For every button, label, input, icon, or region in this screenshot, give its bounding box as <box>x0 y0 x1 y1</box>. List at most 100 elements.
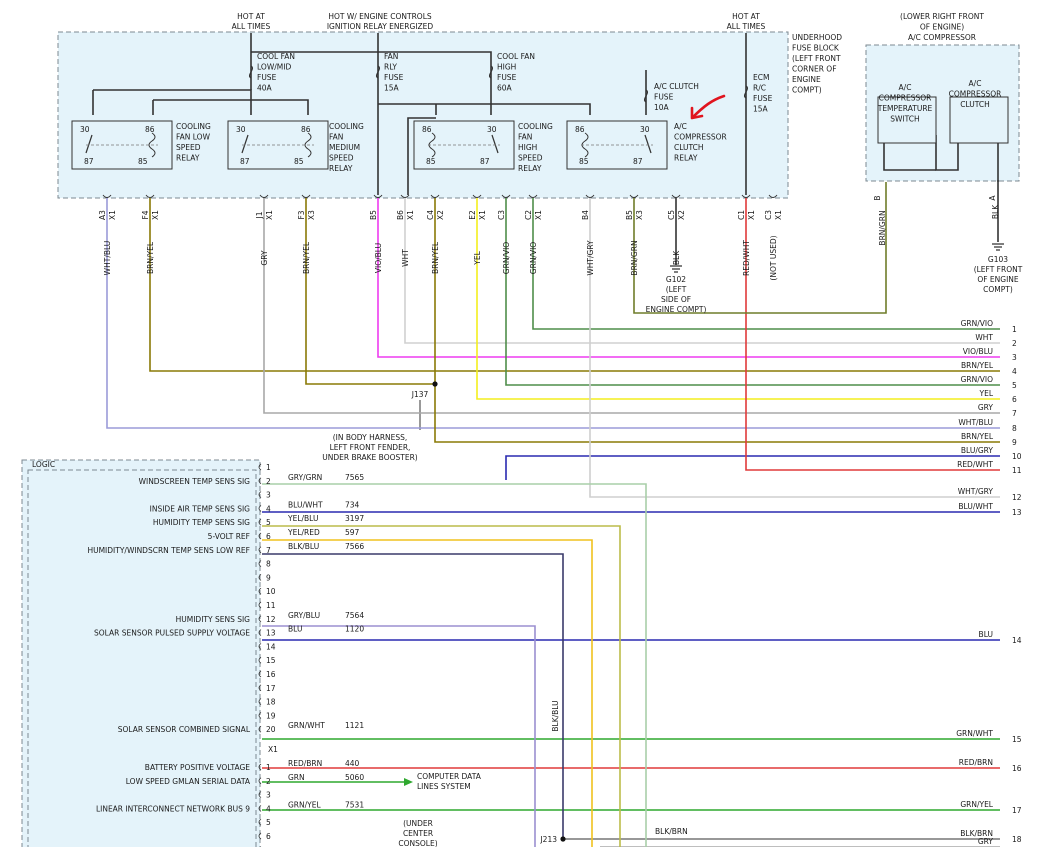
module-pin-20: 20 <box>266 725 276 734</box>
connector-wire-color: GRN/VIO <box>502 242 511 275</box>
wire-yel-blu-3197 <box>262 525 621 847</box>
fuse-cool-fan-low-mid-line: FUSE <box>257 73 277 82</box>
connector-cavity: B6 <box>396 210 405 220</box>
relay-cooling-fan-low-pin-a: 30 <box>80 125 90 134</box>
relay-ac-compressor-clutch-label-line: COMPRESSOR <box>674 133 727 142</box>
connector-id: X1 <box>406 210 415 220</box>
module-wire-5: YEL/BLU <box>287 514 318 523</box>
fuse-fan-rly-line: FAN <box>384 52 398 61</box>
wires <box>106 182 1000 847</box>
connector-terminal-icon <box>768 194 778 198</box>
module-signal-4: INSIDE AIR TEMP SENS SIG <box>150 504 251 513</box>
connector-terminal-icon <box>528 194 538 198</box>
wire-7 <box>263 198 1000 414</box>
wire-color-label: BLU/GRY <box>961 446 994 455</box>
module-signal-5: HUMIDITY TEMP SENS SIG <box>153 518 250 527</box>
module-pin-9: 9 <box>266 573 271 582</box>
wire-color-label: YEL <box>979 389 994 398</box>
relay-ac-compressor-clutch-pin-b: 30 <box>640 125 650 134</box>
connector-wire-color: BLK <box>672 250 681 265</box>
compressor-title-line: A/C COMPRESSOR <box>908 33 976 42</box>
relay-ac-compressor-clutch-label-line: CLUTCH <box>674 143 704 152</box>
fuse-block-label-line: UNDERHOOD <box>792 33 842 42</box>
module-pin-19: 19 <box>266 711 276 720</box>
header-hot-at-all-times-2-line: ALL TIMES <box>727 22 766 31</box>
connector-id: X2 <box>677 210 686 220</box>
wire-color-label: GRY <box>978 837 994 846</box>
wire-11 <box>745 198 1000 471</box>
wire-2 <box>404 198 1000 344</box>
module-x1-pin-7: 7 <box>266 846 271 847</box>
fuse-ecm-rc-line: FUSE <box>753 94 773 103</box>
relay-cooling-fan-high-label-line: RELAY <box>518 164 542 173</box>
module-x1-pin-5: 5 <box>266 818 271 827</box>
module-pin-13: 13 <box>266 629 276 638</box>
compressor-internal-1 <box>883 140 936 171</box>
relay-cooling-fan-high-label-line: SPEED <box>518 154 543 163</box>
module-pin-12: 12 <box>266 615 276 624</box>
module-pin-4: 4 <box>266 504 271 513</box>
module-signal-2: WINDSCREEN TEMP SENS SIG <box>139 477 251 486</box>
connector-wire-color: BRN/YEL <box>146 241 155 274</box>
relay-cooling-fan-low-pin-b: 86 <box>145 125 155 134</box>
wire-brn-grn-compressor <box>633 182 887 314</box>
fuse-cool-fan-low-mid-line: 40A <box>257 84 273 93</box>
header-hot-engine-controls-line: HOT W/ ENGINE CONTROLS <box>328 12 432 21</box>
fuse-cool-fan-high-line: 60A <box>497 84 513 93</box>
relay-ac-compressor-clutch-label-line: RELAY <box>674 154 698 163</box>
module-x1-signal-1: BATTERY POSITIVE VOLTAGE <box>145 763 250 772</box>
connector-cavity: C1 <box>737 210 746 220</box>
splice-j137-id: J137 <box>411 390 429 399</box>
connector-cavity: E2 <box>468 210 477 220</box>
pin-terminal-icon <box>258 832 262 840</box>
wire-number: 6 <box>1012 395 1017 404</box>
ground-g103-location-line: (LEFT FRONT <box>974 265 1023 274</box>
relay-cooling-fan-low-label-line: SPEED <box>176 143 201 152</box>
relay-cooling-fan-medium-label-line: RELAY <box>329 164 353 173</box>
splice-j137-location-line: UNDER BRAKE BOOSTER) <box>322 453 418 462</box>
wire-number: 14 <box>1012 636 1022 645</box>
relay-cooling-fan-low-pin-c: 87 <box>84 157 94 166</box>
wire-12 <box>589 198 1000 498</box>
compressor-clutch-label-line: A/C <box>969 79 982 88</box>
wire-number: 12 <box>1012 493 1022 502</box>
module-connector-x1: X1 <box>268 745 278 754</box>
bus-low <box>93 89 252 115</box>
module-pin-6: 6 <box>266 532 271 541</box>
wire-color-label: BLK/BRN <box>960 829 993 838</box>
fuse-symbol-icon <box>375 65 381 79</box>
pin-terminal-icon <box>258 587 262 595</box>
connector-cavity: B4 <box>581 210 590 220</box>
compressor-title-line: (LOWER RIGHT FRONT <box>900 12 984 21</box>
pin-terminal-icon <box>258 532 262 540</box>
wire-color-label: GRN/WHT <box>956 729 993 738</box>
module-pin-18: 18 <box>266 698 276 707</box>
connector-wire-color: BRN/YEL <box>431 241 440 274</box>
relay-cooling-fan-low-label-line: COOLING <box>176 122 211 131</box>
module-pin-1: 1 <box>266 463 271 472</box>
relay-cooling-fan-high-switch-icon <box>491 134 499 154</box>
fuse-cool-fan-high-line: COOL FAN <box>497 52 535 61</box>
fuse-block-label-line: (LEFT FRONT <box>792 54 841 63</box>
connector-terminal-icon <box>259 194 269 198</box>
connector-id: X1 <box>265 210 274 220</box>
data-lines-arrow-icon <box>404 778 413 786</box>
connector-terminal-icon <box>102 194 112 198</box>
splice-j137-location-line: LEFT FRONT FENDER, <box>330 443 411 452</box>
relay-cooling-fan-low-label-line: RELAY <box>176 154 200 163</box>
pin-terminal-icon <box>258 656 262 664</box>
module-wire-13: BLU <box>288 625 302 634</box>
wire-10 <box>505 455 1000 480</box>
ground-icon <box>670 265 682 273</box>
computer-data-lines-label-line: COMPUTER DATA <box>417 772 482 781</box>
pin-terminal-icon <box>258 546 262 554</box>
fuse-fan-rly-line: 15A <box>384 84 400 93</box>
relay-ac-compressor-clutch-switch-icon <box>644 134 652 154</box>
fuse-symbol-icon <box>248 65 254 79</box>
compressor-clutch-label-line: CLUTCH <box>960 100 990 109</box>
module-pin-3: 3 <box>266 491 271 500</box>
